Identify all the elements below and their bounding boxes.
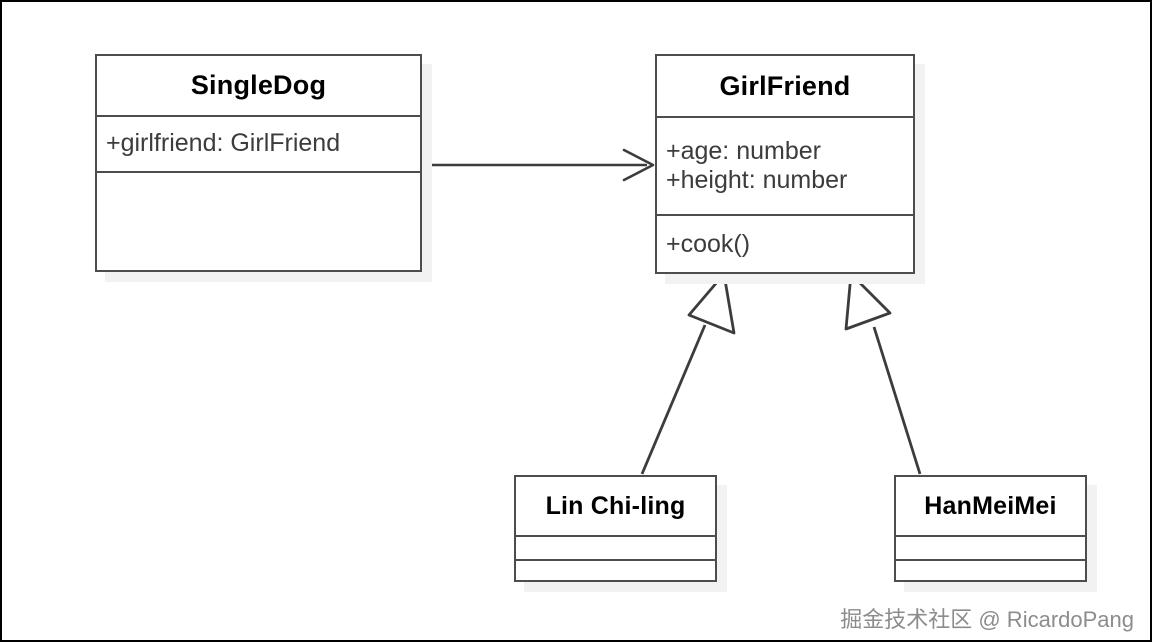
class-name-girlfriend: GirlFriend xyxy=(719,70,851,101)
class-methods-lin-chi-ling xyxy=(516,559,715,581)
class-attributes-singledog: +girlfriend: GirlFriend xyxy=(97,115,420,171)
uml-class-lin-chi-ling[interactable]: Lin Chi-ling xyxy=(514,475,717,582)
class-attributes-lin-chi-ling xyxy=(516,535,715,559)
class-methods-hanmeimei xyxy=(896,559,1085,581)
association-singledog-girlfriend xyxy=(422,148,655,182)
class-name-hanmeimei: HanMeiMei xyxy=(924,491,1057,520)
attribute-row: +age: number xyxy=(666,136,821,165)
class-name-lin-chi-ling: Lin Chi-ling xyxy=(545,491,686,520)
attribute-row: +height: number xyxy=(666,166,848,194)
uml-class-girlfriend[interactable]: GirlFriend +age: number +height: number … xyxy=(655,54,915,274)
attribute-row: +girlfriend: GirlFriend xyxy=(106,129,341,158)
generalization-lin-chi-ling-girlfriend xyxy=(640,272,736,475)
class-methods-singledog xyxy=(97,171,420,271)
class-attributes-hanmeimei xyxy=(896,535,1085,559)
watermark-text: 掘金技术社区 @ RicardoPang xyxy=(840,607,1134,632)
method-row: +cook() xyxy=(666,229,751,258)
class-methods-girlfriend: +cook() xyxy=(657,214,913,273)
uml-class-singledog[interactable]: SingleDog +girlfriend: GirlFriend xyxy=(95,54,422,272)
uml-class-hanmeimei[interactable]: HanMeiMei xyxy=(894,475,1087,582)
class-attributes-girlfriend: +age: number +height: number xyxy=(657,116,913,214)
class-name-singledog: SingleDog xyxy=(190,70,327,100)
generalization-hanmeimei-girlfriend xyxy=(844,272,922,475)
